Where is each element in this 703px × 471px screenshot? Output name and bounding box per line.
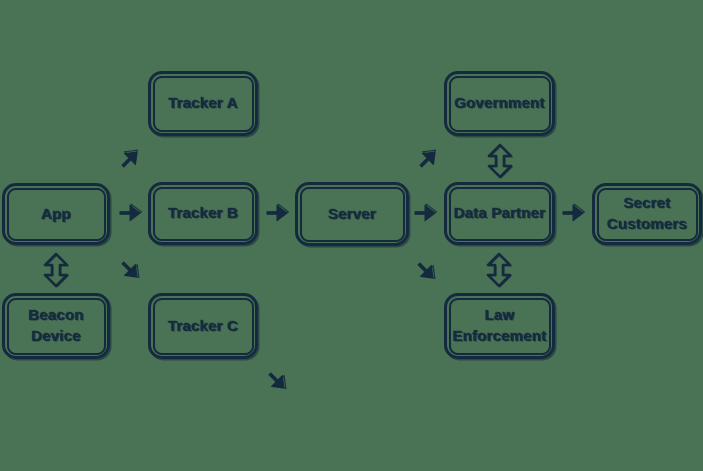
- node-data-partner: Data Partner: [444, 182, 555, 245]
- arrow-government-data-partner-twoway-icon: [487, 143, 513, 179]
- node-tracker-c-label: Tracker C: [167, 317, 239, 335]
- arrow-app-beacon-device-twoway-icon: [43, 252, 69, 288]
- arrow-data-partner-law-enforcement-twoway-icon: [486, 252, 512, 288]
- arrow-server-to-government-icon: [411, 142, 445, 176]
- arrow-data-partner-to-secret-customers-icon: [560, 202, 586, 224]
- node-government: Government: [444, 71, 555, 136]
- node-tracker-c: Tracker C: [148, 293, 258, 359]
- node-government-label: Government: [454, 95, 545, 112]
- node-tracker-a-label: Tracker A: [168, 95, 238, 112]
- arrow-app-to-tracker-b-icon: [117, 202, 143, 224]
- arrow-tracker-c-outgoing-icon: [260, 364, 294, 398]
- arrow-server-to-law-enforcement-icon: [409, 254, 443, 288]
- node-server: Server: [295, 182, 409, 246]
- arrow-server-to-data-partner-icon: [412, 202, 438, 224]
- arrow-tracker-b-to-server-icon: [264, 202, 290, 224]
- node-tracker-b-label: Tracker B: [167, 205, 239, 222]
- node-secret-customers: Secret Customers: [592, 183, 702, 245]
- node-tracker-b: Tracker B: [148, 182, 258, 245]
- arrow-app-to-tracker-a-icon: [113, 142, 147, 176]
- node-tracker-a: Tracker A: [148, 71, 258, 136]
- node-law-enforcement: Law Enforcement: [444, 293, 555, 359]
- node-beacon-device-label: Beacon Device: [28, 307, 84, 345]
- node-app: App: [2, 183, 110, 245]
- arrow-app-to-tracker-c-icon: [113, 253, 147, 287]
- node-secret-customers-label: Secret Customers: [606, 195, 688, 233]
- node-beacon-device: Beacon Device: [2, 293, 110, 359]
- node-server-label: Server: [328, 205, 376, 223]
- node-data-partner-label: Data Partner: [453, 205, 546, 222]
- node-app-label: App: [41, 205, 71, 223]
- node-law-enforcement-label: Law Enforcement: [452, 307, 547, 345]
